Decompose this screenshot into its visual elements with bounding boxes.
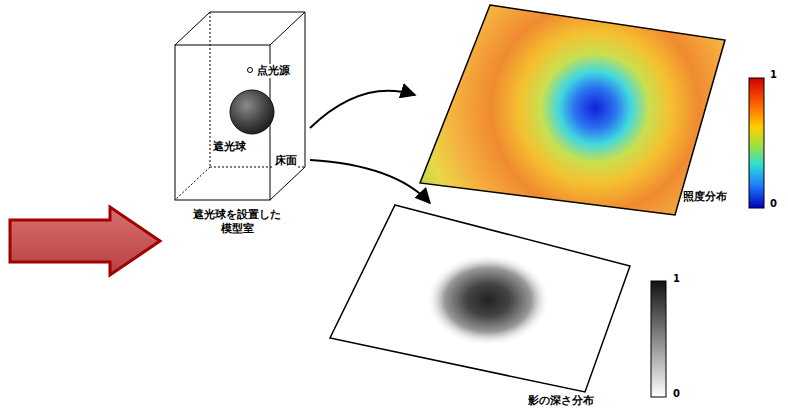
red-arrow xyxy=(10,207,160,275)
map-title: 影の深さ分布 xyxy=(528,394,594,408)
point-light xyxy=(248,68,253,73)
model-room-cube xyxy=(175,12,305,200)
grey-bar xyxy=(651,281,666,397)
curved-arrow xyxy=(310,91,415,128)
scale-min: 0 xyxy=(770,198,777,209)
shading-sphere xyxy=(230,90,274,134)
curved-arrow xyxy=(310,160,430,203)
shadow-plane: 影の深さ分布 xyxy=(328,203,633,412)
scale-max: 1 xyxy=(770,69,777,80)
illuminance-map xyxy=(410,0,740,220)
scale-min: 0 xyxy=(673,388,680,399)
figure-caption: 遮光球を設置した 模型室 xyxy=(187,208,287,236)
part-label: 床面 xyxy=(274,154,298,168)
scale-max: 1 xyxy=(673,273,680,284)
part-label: 点光源 xyxy=(256,64,291,78)
map-title: 照度分布 xyxy=(683,190,727,204)
model-room: 点光源遮光球床面遮光球を設置した 模型室 xyxy=(170,8,310,240)
illuminance-plane: 照度分布 xyxy=(415,0,735,218)
color-bar xyxy=(749,78,764,208)
shadow-depth-map xyxy=(330,205,630,392)
part-label: 遮光球 xyxy=(212,140,247,154)
